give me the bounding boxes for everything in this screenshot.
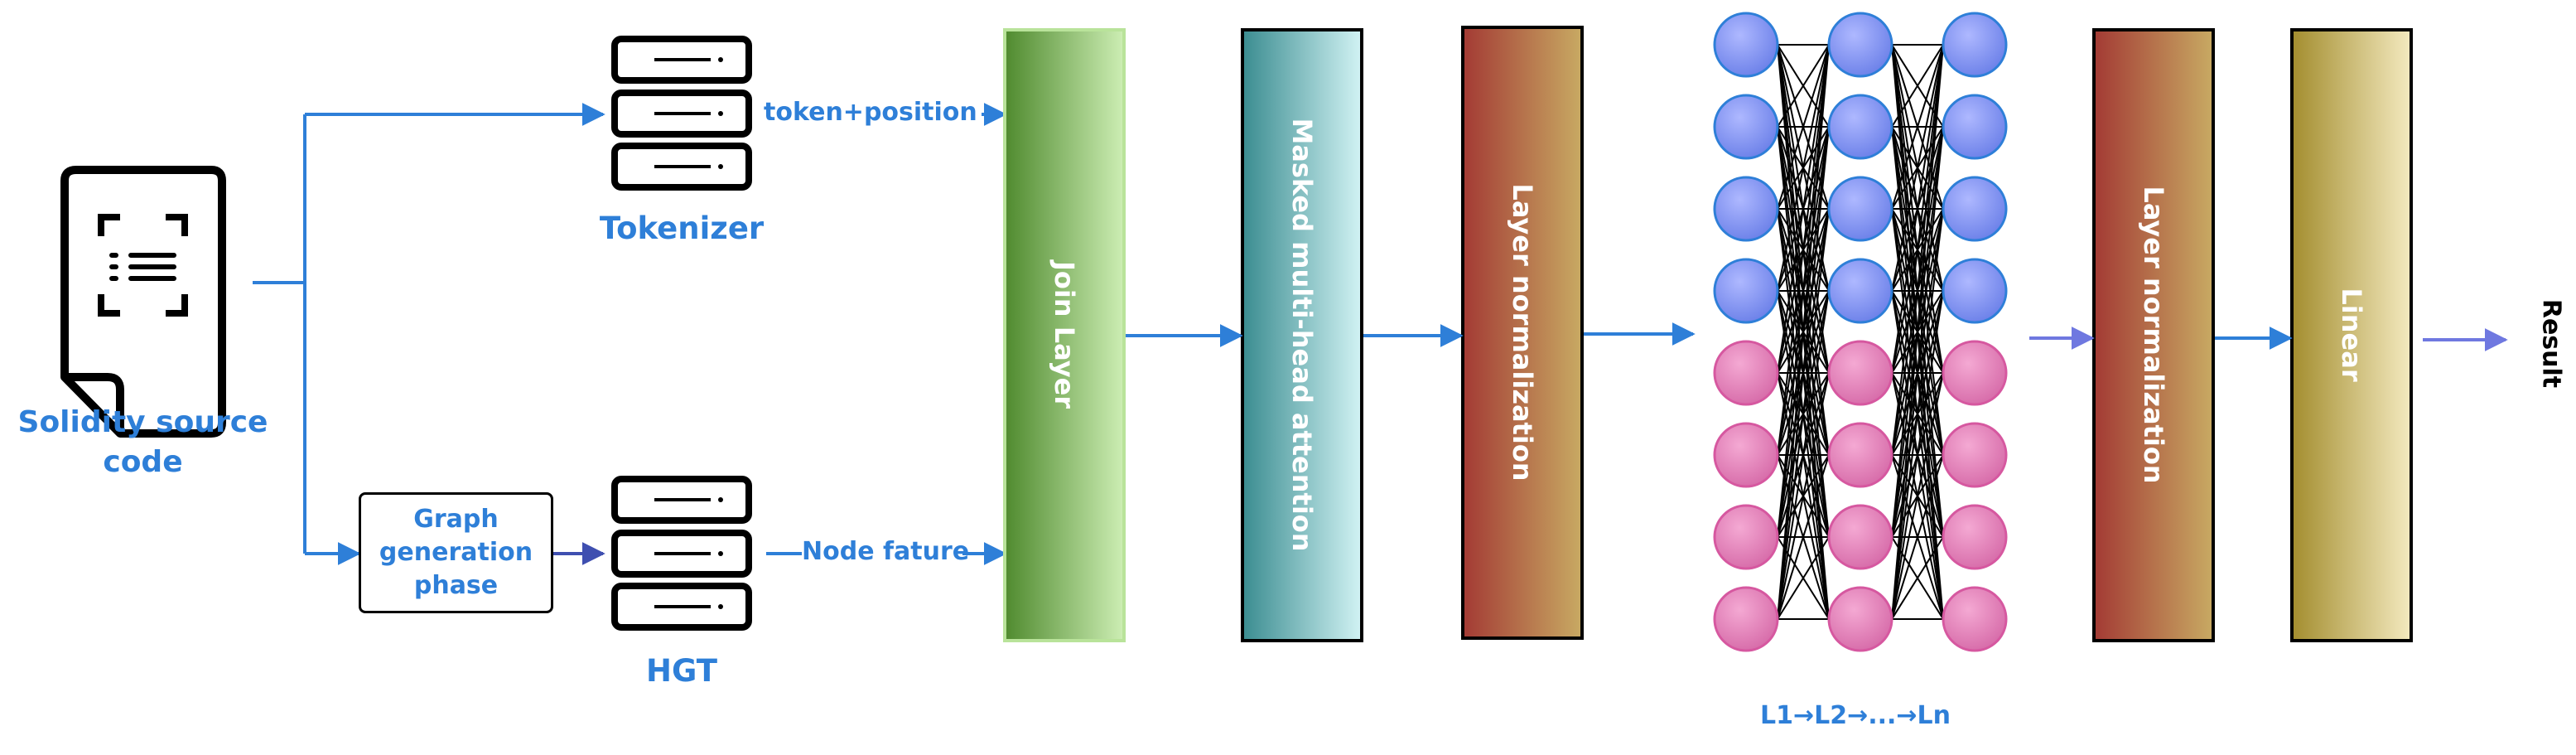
network-node-pink <box>1713 586 1779 652</box>
join-layer-block <box>1003 28 1126 642</box>
server-stack-icon <box>611 36 752 191</box>
hgt-label: HGT <box>646 653 717 689</box>
network-edge <box>1891 44 1944 620</box>
network-edge <box>1777 454 1830 620</box>
network-node-pink <box>1827 422 1893 488</box>
network-edge <box>1891 290 1944 620</box>
network-node-pink <box>1942 504 2008 570</box>
network-edge <box>1891 44 1944 374</box>
network-edge <box>1891 44 1944 210</box>
network-node-pink <box>1942 340 2008 406</box>
network-node-blue <box>1942 94 2008 160</box>
tokenizer-label: Tokenizer <box>599 211 765 246</box>
source-code-label: Solidity source code <box>17 405 268 479</box>
network-edge <box>1777 44 1830 538</box>
network-node-blue <box>1713 258 1779 324</box>
network-node-pink <box>1827 504 1893 570</box>
network-edge <box>1891 372 1944 620</box>
layer-norm-2-block <box>2092 28 2215 642</box>
graph-generation-phase-box: Graph generation phase <box>359 492 553 613</box>
layer-norm-2-label: Layer normalization <box>2138 186 2169 484</box>
network-edge <box>1891 44 1944 292</box>
network-node-pink <box>1713 422 1779 488</box>
attention-block <box>1241 28 1363 642</box>
network-node-blue <box>1942 258 2008 324</box>
document-icon <box>60 166 226 438</box>
network-edge <box>1777 290 1830 620</box>
linear-label: Linear <box>2336 288 2367 382</box>
network-edge <box>1891 44 1944 128</box>
network-node-blue <box>1713 176 1779 242</box>
node-feature-label: Node fature <box>802 537 970 566</box>
network-node-pink <box>1827 586 1893 652</box>
token-position-label: token+position <box>764 98 977 127</box>
join-layer-label: Join Layer <box>1049 260 1080 409</box>
network-edge <box>1777 126 1830 620</box>
result-label: Result <box>2536 298 2566 389</box>
layer-norm-1-block <box>1461 26 1584 640</box>
network-edge <box>1891 208 1944 620</box>
network-node-blue <box>1827 176 1893 242</box>
network-edge <box>1891 44 1944 538</box>
network-node-pink <box>1713 504 1779 570</box>
network-edge <box>1777 44 1830 456</box>
network-node-blue <box>1942 176 2008 242</box>
network-node-pink <box>1942 422 2008 488</box>
network-node-blue <box>1713 12 1779 78</box>
attention-label: Masked multi-head attention <box>1286 118 1318 552</box>
network-edge <box>1777 372 1830 620</box>
network-edge <box>1777 536 1830 620</box>
network-edge <box>1891 44 1944 456</box>
network-edge <box>1777 44 1830 374</box>
feed-forward-network <box>1713 12 2008 652</box>
network-node-blue <box>1827 94 1893 160</box>
linear-block <box>2290 28 2413 642</box>
network-edge <box>1891 454 1944 620</box>
branch-connector <box>253 103 605 565</box>
network-node-pink <box>1942 586 2008 652</box>
network-node-blue <box>1942 12 2008 78</box>
network-node-blue <box>1827 12 1893 78</box>
graph-generation-phase-label: Graph generation phase <box>379 505 533 600</box>
network-edge <box>1777 44 1830 292</box>
layer-norm-1-label: Layer normalization <box>1507 183 1538 482</box>
network-node-blue <box>1713 94 1779 160</box>
network-edge <box>1891 126 1944 620</box>
network-node-pink <box>1827 340 1893 406</box>
network-edge <box>1777 44 1830 210</box>
network-edge <box>1891 536 1944 620</box>
network-edge <box>1777 44 1830 128</box>
network-node-pink <box>1713 340 1779 406</box>
network-edge <box>1777 44 1830 620</box>
server-stack-icon <box>611 476 752 631</box>
layers-sequence-label: L1→L2→...→Ln <box>1759 701 1951 730</box>
network-node-blue <box>1827 258 1893 324</box>
network-edge <box>1777 208 1830 620</box>
